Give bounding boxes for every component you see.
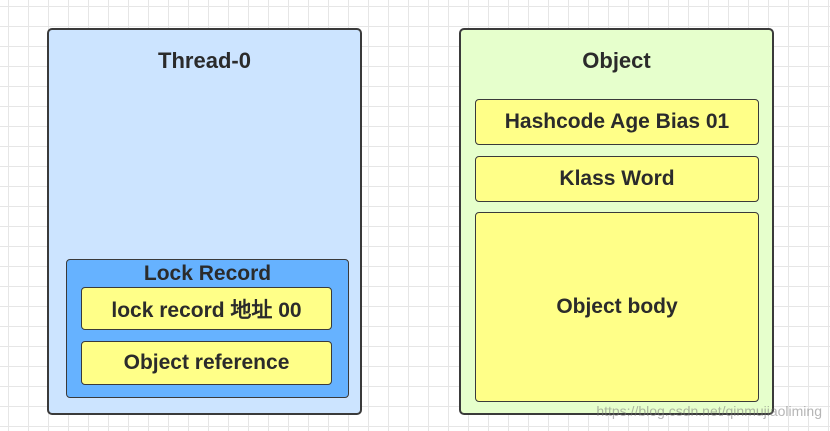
klass-word-cell: Klass Word (475, 156, 759, 202)
mark-word-cell: Hashcode Age Bias 01 (475, 99, 759, 145)
object-reference-cell: Object reference (81, 341, 332, 385)
thread-title: Thread-0 (158, 48, 251, 73)
object-title: Object (582, 48, 651, 73)
lock-record-address-cell: lock record 地址 00 (81, 287, 332, 330)
thread-panel: Thread-0 Lock Record lock record 地址 00 O… (47, 28, 362, 415)
watermark-url: https://blog.csdn.net/qinmujiaoliming (596, 403, 822, 419)
lock-record-box: Lock Record lock record 地址 00 Object ref… (66, 259, 349, 398)
object-body-cell: Object body (475, 212, 759, 402)
lock-record-title: Lock Record (143, 262, 272, 285)
object-panel: Object Hashcode Age Bias 01 Klass Word O… (459, 28, 774, 415)
